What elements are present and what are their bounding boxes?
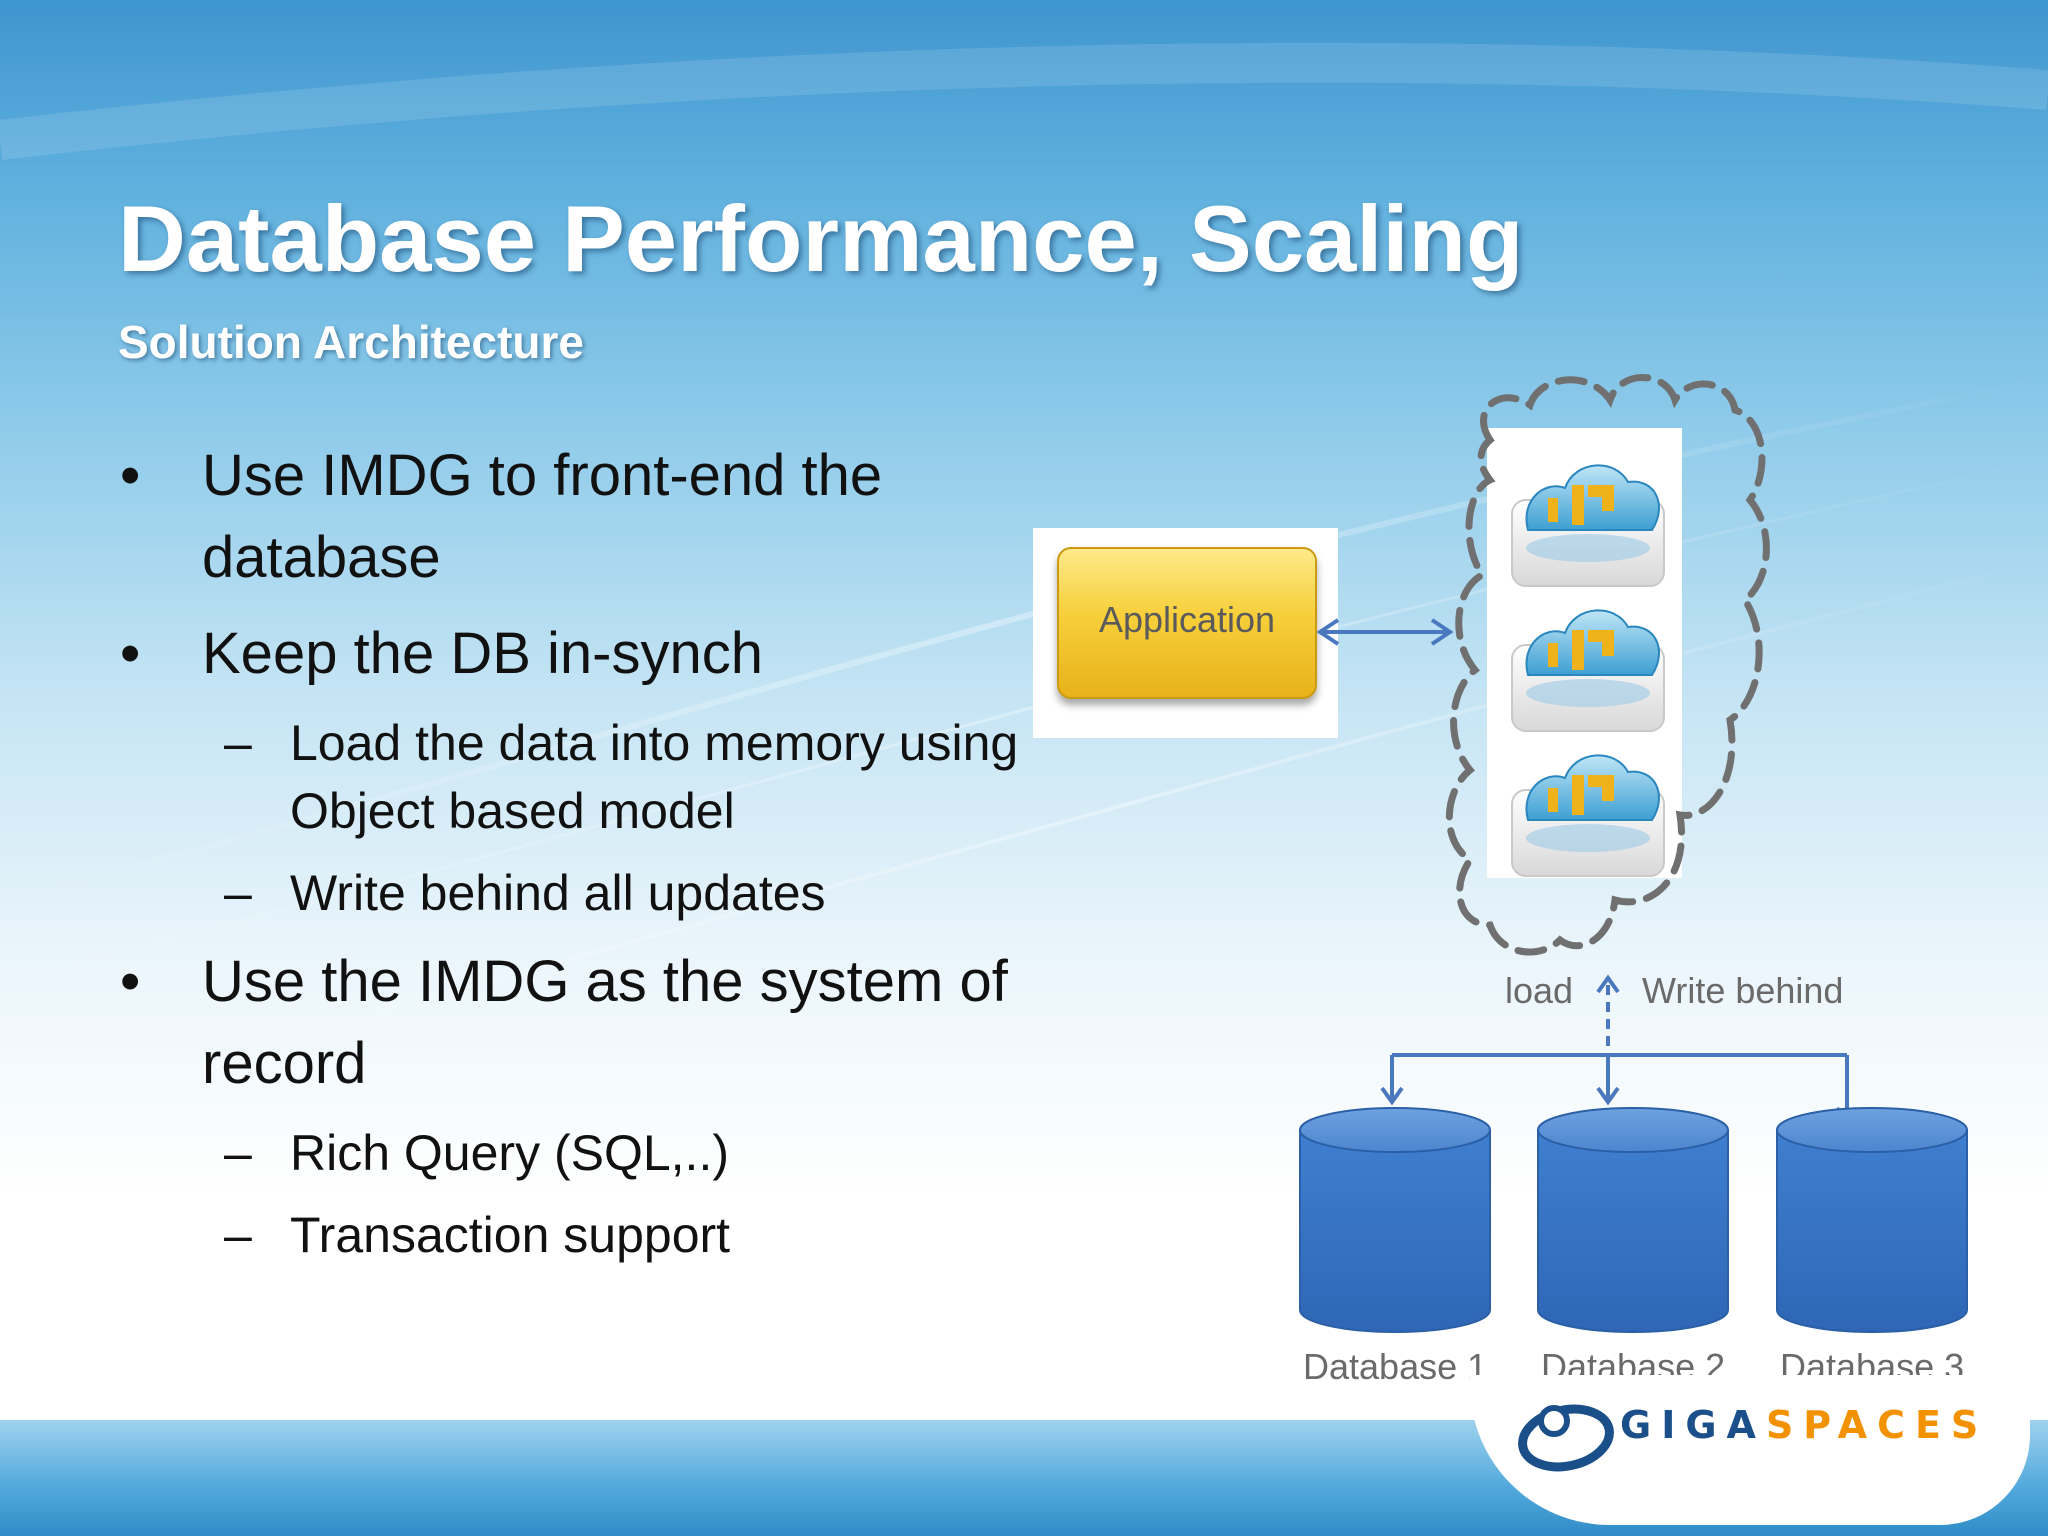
bullet-item: • Use IMDG to front-end the database — [120, 435, 1020, 599]
slide-subtitle: Solution Architecture — [118, 316, 584, 368]
sub-bullet-item: – Transaction support — [120, 1201, 1020, 1269]
space-cloud-icon — [1511, 464, 1665, 587]
application-node: Application — [1057, 547, 1317, 699]
sub-bullet-item: – Rich Query (SQL,..) — [120, 1119, 1020, 1187]
bullet-item: • Use the IMDG as the system of record — [120, 941, 1020, 1105]
sub-bullet-text: Transaction support — [290, 1207, 731, 1263]
dash-mark: – — [224, 715, 252, 771]
load-write-behind-arrow — [1596, 974, 1620, 1106]
logo-wordmark: GIGASPACES — [1620, 1403, 1989, 1447]
bullet-list: • Use IMDG to front-end the database • K… — [120, 435, 1020, 1283]
sub-bullet-text: Rich Query (SQL,..) — [290, 1125, 729, 1181]
logo-backdrop — [1470, 1375, 2030, 1525]
sub-bullet-item: – Write behind all updates — [120, 859, 1020, 927]
dashed-cloud-outline — [1445, 374, 1770, 956]
sub-bullet-item: – Load the data into memory using Object… — [120, 709, 1020, 845]
sub-bullet-text: Load the data into memory using Object b… — [290, 715, 1019, 839]
gigaspaces-logo-text: GIGASPACES — [1620, 1403, 1988, 1447]
space-cloud-icon — [1511, 754, 1665, 877]
dash-mark: – — [224, 865, 252, 921]
database-cylinder-icon — [1537, 1107, 1729, 1333]
gigaspaces-logo-icon — [1518, 1404, 1614, 1472]
database-cylinder-icon — [1299, 1107, 1491, 1333]
bullet-text: Keep the DB in-synch — [202, 621, 763, 686]
sub-bullet-text: Write behind all updates — [290, 865, 826, 921]
load-label: load — [1505, 970, 1574, 1011]
bullet-mark: • — [120, 949, 141, 1014]
database-1-label: Database 1 — [1303, 1346, 1488, 1387]
dash-mark: – — [224, 1207, 252, 1263]
application-label: Application — [1098, 599, 1276, 640]
database-cylinder-icon — [1776, 1107, 1968, 1333]
bullet-mark: • — [120, 621, 141, 686]
bullet-item: • Keep the DB in-synch — [120, 613, 1020, 695]
slide-title: Database Performance, Scaling — [118, 186, 1524, 291]
bullet-mark: • — [120, 443, 141, 508]
double-arrow — [1316, 618, 1454, 646]
write-behind-label: Write behind — [1642, 970, 1844, 1011]
bullet-text: Use IMDG to front-end the database — [202, 443, 883, 590]
dash-mark: – — [224, 1125, 252, 1181]
space-cloud-icon — [1511, 609, 1665, 732]
bullet-text: Use the IMDG as the system of record — [202, 949, 1008, 1096]
